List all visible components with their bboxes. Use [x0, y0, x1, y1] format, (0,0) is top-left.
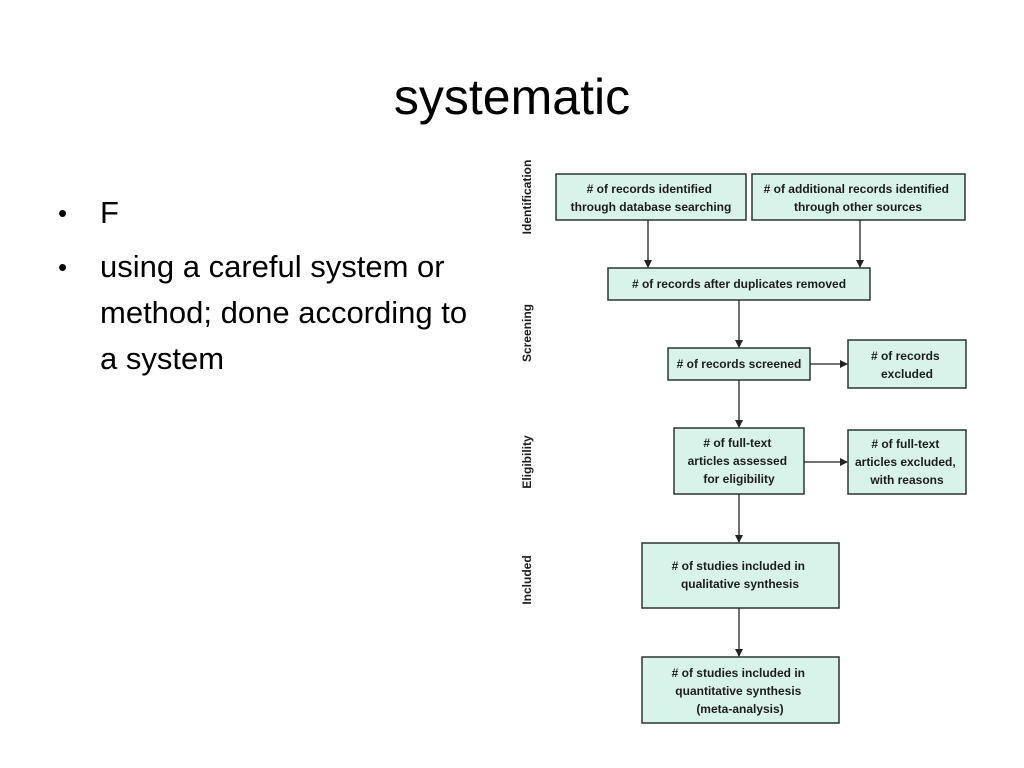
phase-label-included: Included	[520, 555, 534, 604]
box-quantitative-synthesis-text: # of studies included in quantitative sy…	[672, 666, 809, 716]
box-line: qualitative synthesis	[681, 577, 799, 591]
box-database-search-text: # of records identified through database…	[571, 182, 732, 214]
box-line: through other sources	[794, 200, 922, 214]
box-line: # of studies included in	[672, 559, 805, 573]
box-line: # of records after duplicates removed	[632, 277, 846, 291]
phase-label-eligibility: Eligibility	[520, 435, 534, 489]
box-other-sources-text: # of additional records identified throu…	[764, 182, 953, 214]
phase-label-screening: Screening	[520, 304, 534, 362]
box-line: through database searching	[571, 200, 732, 214]
box-records-excluded	[847, 339, 967, 389]
box-line: articles assessed	[688, 454, 787, 468]
slide-title: systematic	[393, 69, 631, 125]
box-other-sources	[751, 173, 966, 221]
box-line: excluded	[881, 367, 933, 381]
box-records-screened-text: # of records screened	[677, 357, 802, 371]
box-records-excluded-text: # of records excluded	[871, 349, 943, 381]
box-line: # of full-text	[703, 436, 771, 450]
prisma-flow-diagram: Identification Screening Eligibility Inc…	[520, 160, 967, 724]
bullet-icon: •	[58, 252, 68, 282]
bullet-list: • F • using a careful system or method; …	[56, 190, 476, 390]
box-line: # of records screened	[677, 357, 802, 371]
box-fulltext-assessed	[673, 427, 805, 495]
box-duplicates-removed	[607, 267, 871, 301]
phase-label-identification: Identification	[520, 160, 534, 235]
box-line: # of full-text	[871, 437, 939, 451]
box-line: # of records	[871, 349, 940, 363]
bullet-text: F	[100, 195, 119, 230]
bullet-item: • using a careful system or method; done…	[56, 244, 476, 382]
bullet-icon: •	[58, 198, 68, 228]
box-line: (meta-analysis)	[696, 702, 783, 716]
box-line: articles excluded,	[855, 455, 956, 469]
box-line: with reasons	[869, 473, 944, 487]
bullet-item: • F	[56, 190, 476, 236]
box-fulltext-assessed-text: # of full-text articles assessed for eli…	[688, 436, 791, 486]
box-fulltext-excluded	[847, 429, 967, 495]
box-line: # of records identified	[587, 182, 712, 196]
box-duplicates-removed-text: # of records after duplicates removed	[632, 277, 846, 291]
box-line: for eligibility	[703, 472, 775, 486]
box-database-search	[555, 173, 747, 221]
box-line: # of studies included in	[672, 666, 805, 680]
box-quantitative-synthesis	[641, 656, 840, 724]
box-line: # of additional records identified	[764, 182, 949, 196]
bullet-text: using a careful system or method; done a…	[100, 249, 468, 376]
box-line: quantitative synthesis	[675, 684, 801, 698]
box-qualitative-synthesis	[641, 542, 840, 609]
box-qualitative-synthesis-text: # of studies included in qualitative syn…	[672, 559, 809, 591]
box-fulltext-excluded-text: # of full-text articles excluded, with r…	[855, 437, 959, 487]
